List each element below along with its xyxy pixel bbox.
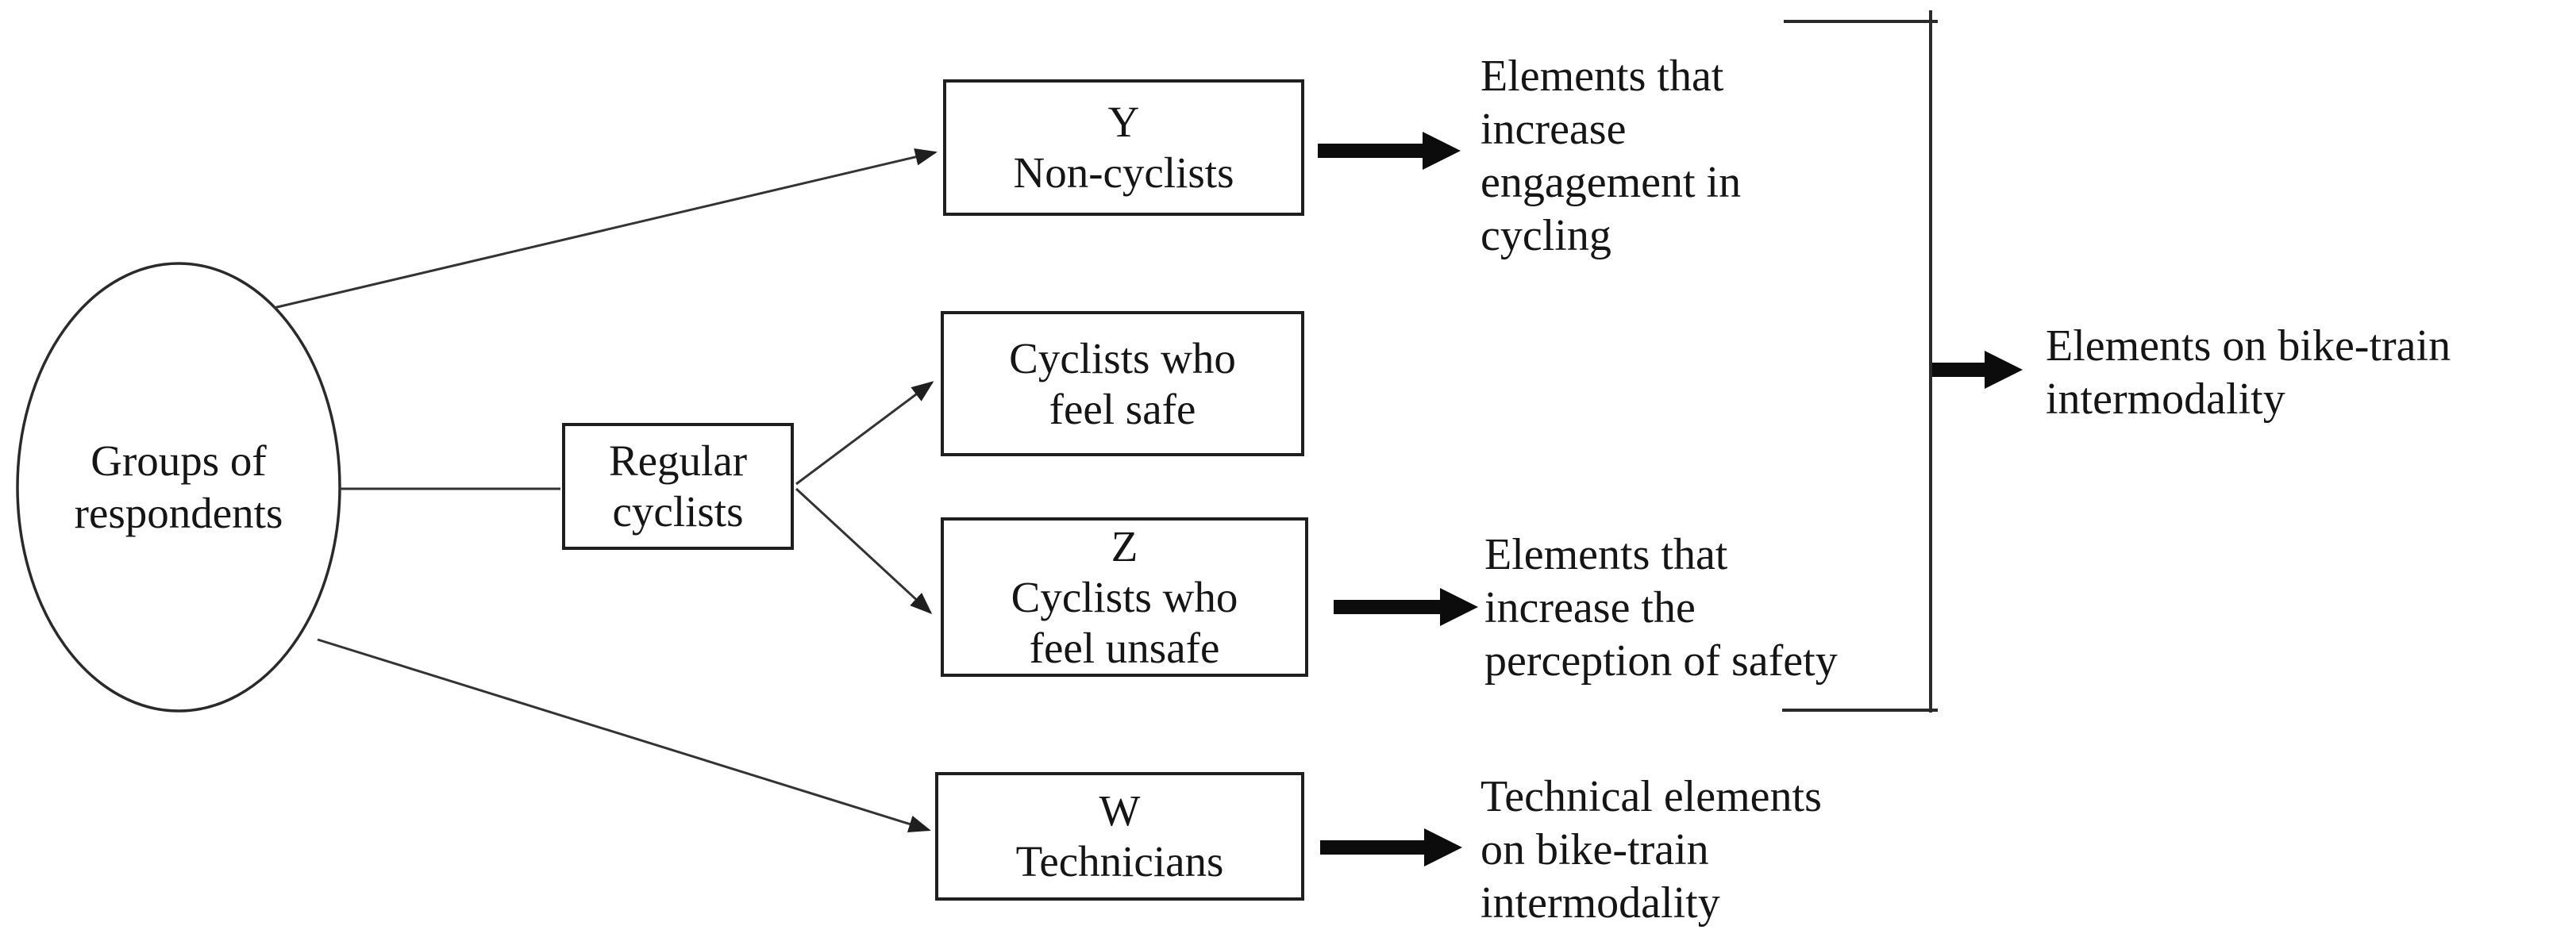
- box-cyclists-feel-unsafe-line: Cyclists who: [1011, 572, 1238, 621]
- label-safety-line: perception of safety: [1484, 636, 1838, 686]
- box-non-cyclists: Y Non-cyclists: [943, 79, 1304, 216]
- label-engagement-line: cycling: [1481, 211, 1611, 260]
- arrow-feel-unsafe-to-safety: [1334, 588, 1478, 626]
- label-engagement-line: Elements that: [1481, 52, 1724, 101]
- label-safety-line: Elements that: [1484, 530, 1728, 579]
- groups-label: Groups of respondents: [20, 435, 337, 540]
- label-engagement-line: increase: [1481, 105, 1627, 154]
- box-technicians-line: W: [1099, 786, 1141, 835]
- label-safety-elements: Elements that increase the perception of…: [1484, 528, 1838, 688]
- box-cyclists-feel-safe: Cyclists who feel safe: [941, 311, 1304, 456]
- arrow-technicians-to-technical: [1320, 828, 1462, 866]
- arrow-bracket-to-intermodality: [1932, 351, 2023, 389]
- box-non-cyclists-line: Non-cyclists: [1013, 148, 1234, 197]
- groups-ellipse: [16, 262, 341, 713]
- label-engagement-line: engagement in: [1481, 158, 1742, 207]
- label-technical-line: Technical elements: [1481, 772, 1822, 821]
- label-technical-elements: Technical elements on bike-train intermo…: [1481, 770, 1822, 930]
- box-cyclists-feel-safe-line: Cyclists who: [1009, 333, 1236, 382]
- box-regular-cyclists: Regular cyclists: [562, 423, 794, 550]
- box-non-cyclists-line: Y: [1107, 98, 1140, 146]
- box-technicians: W Technicians: [935, 772, 1304, 901]
- line-regular-to-feel-safe: [795, 381, 934, 486]
- box-cyclists-feel-unsafe-line: Z: [1111, 521, 1138, 571]
- line-ellipse-to-non-cyclists: [273, 148, 938, 309]
- label-engagement-elements: Elements that increase engagement in cyc…: [1481, 50, 1741, 263]
- box-cyclists-feel-safe-line: feel safe: [1049, 384, 1196, 433]
- groups-label-line: Groups of: [90, 436, 267, 485]
- box-cyclists-feel-unsafe: Z Cyclists who feel unsafe: [941, 517, 1308, 677]
- label-technical-line: on bike-train: [1481, 825, 1709, 874]
- label-intermodality-line: intermodality: [2046, 375, 2285, 424]
- line-regular-to-feel-unsafe: [795, 487, 933, 615]
- arrow-non-cyclists-to-engagement: [1318, 132, 1461, 170]
- box-regular-cyclists-line: Regular: [608, 436, 748, 485]
- label-intermodality-elements: Elements on bike-train intermodality: [2046, 320, 2451, 426]
- box-technicians-line: Technicians: [1015, 837, 1224, 886]
- groups-label-line: respondents: [74, 489, 283, 537]
- label-intermodality-line: Elements on bike-train: [2046, 321, 2451, 371]
- box-regular-cyclists-line: cyclists: [612, 487, 744, 536]
- box-cyclists-feel-unsafe-line: feel unsafe: [1029, 623, 1220, 672]
- label-technical-line: intermodality: [1481, 878, 1720, 928]
- line-ellipse-to-technicians: [317, 638, 931, 833]
- label-safety-line: increase the: [1484, 583, 1696, 632]
